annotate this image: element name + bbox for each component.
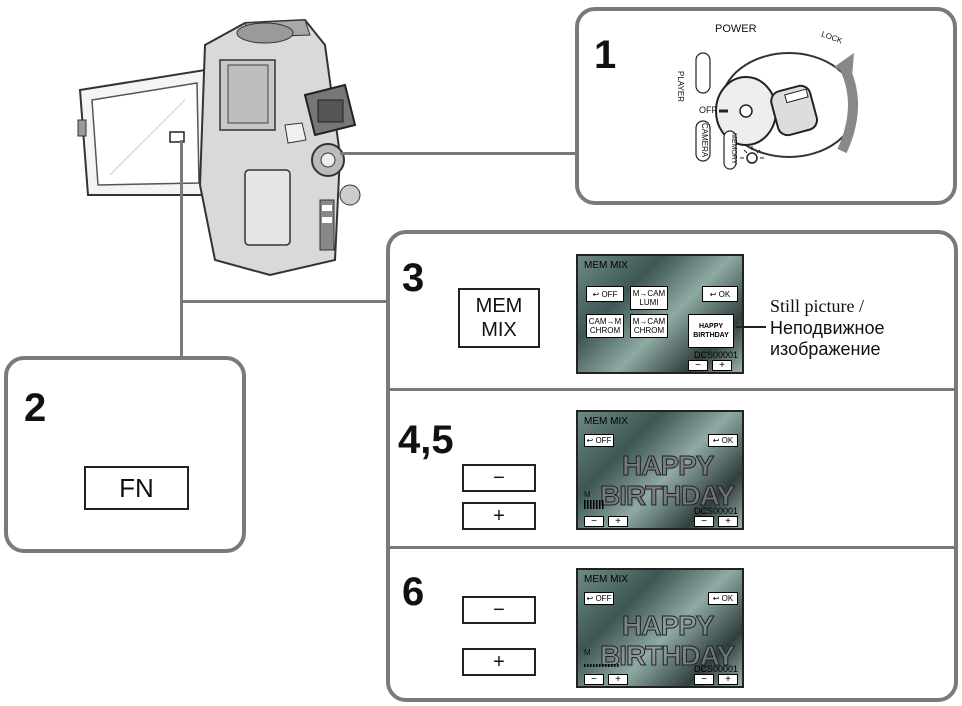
caption-still-picture-en: Still picture / (770, 296, 864, 316)
step3-thumb-line1: HAPPY (698, 323, 724, 330)
step6-screen-minus-left[interactable]: − (584, 674, 604, 685)
meter-tick (590, 500, 592, 509)
step6-level-meter (584, 664, 619, 667)
divider-45-6 (390, 546, 954, 549)
step6-screen-title: MEM MIX (584, 574, 628, 585)
step6-minus-button[interactable]: − (462, 596, 536, 624)
step6-plus-button[interactable]: + (462, 648, 536, 676)
meter-tick (605, 664, 607, 667)
step3-cam-m-chrom-button[interactable]: CAM→M CHROM (586, 314, 624, 338)
camcorder-illustration (77, 18, 361, 277)
step45-overlay-birthday: BIRTHDAY (599, 480, 735, 512)
step3-off-button[interactable]: ↩ OFF (586, 286, 624, 302)
steps-3-6-panel: 3 MEM MIX MEM MIX ↩ OFF M→CAM LUMI ↩ OK … (386, 230, 958, 702)
meter-tick (602, 664, 604, 667)
fn-button[interactable]: FN (84, 466, 189, 510)
step3-m-cam-chrom-button[interactable]: M→CAM CHROM (630, 314, 668, 338)
step3-thumb-line2: BIRTHDAY (693, 332, 729, 339)
mem-mix-button-line2: MIX (481, 319, 517, 341)
meter-tick (587, 500, 589, 509)
step2-number: 2 (24, 386, 47, 430)
step45-level-meter (584, 500, 604, 509)
step6-off-button[interactable]: ↩ OFF (584, 592, 614, 605)
step45-screen-minus-left[interactable]: − (584, 516, 604, 527)
step45-minus-button[interactable]: − (462, 464, 536, 492)
step1-panel: 1 POWER LOCK PLAYER OFF CAMERA MEMORY (575, 7, 957, 205)
step3-plus-button[interactable]: + (712, 360, 732, 371)
meter-tick (590, 664, 592, 667)
step6-overlay-birthday: BIRTHDAY (599, 640, 735, 672)
step3-minus-button[interactable]: − (688, 360, 708, 371)
meter-tick (617, 664, 619, 667)
meter-tick (584, 664, 586, 667)
step45-screen-minus-right[interactable]: − (694, 516, 714, 527)
step45-off-button[interactable]: ↩ OFF (584, 434, 614, 447)
step45-overlay-happy: HAPPY (621, 450, 714, 482)
meter-tick (608, 664, 610, 667)
step6-lcd-screen: MEM MIX ↩ OFF ↩ OK HAPPY BIRTHDAY M DCS0… (576, 568, 744, 688)
still-picture-pointer-line (736, 326, 766, 328)
step45-ok-button[interactable]: ↩ OK (708, 434, 738, 447)
step6-number: 6 (402, 570, 425, 614)
player-label: PLAYER (676, 71, 685, 102)
step45-screen-plus-right[interactable]: + (718, 516, 738, 527)
step6-file-number: DCS00001 (694, 664, 739, 674)
meter-tick (593, 500, 595, 509)
step3-number: 3 (402, 256, 425, 300)
step6-overlay-happy: HAPPY (621, 610, 714, 642)
step6-screen-plus-left[interactable]: + (608, 674, 628, 685)
step6-screen-minus-right[interactable]: − (694, 674, 714, 685)
step6-meter-label: M (584, 648, 591, 657)
meter-tick (596, 500, 598, 509)
meter-tick (599, 500, 601, 509)
step45-screen-title: MEM MIX (584, 416, 628, 427)
step3-ok-button[interactable]: ↩ OK (702, 286, 738, 302)
meter-tick (614, 664, 616, 667)
step1-number: 1 (594, 33, 617, 77)
caption-still-picture-ru-2: изображение (770, 339, 881, 359)
step3-screen-title: MEM MIX (584, 260, 628, 271)
step45-screen-plus-left[interactable]: + (608, 516, 628, 527)
step2-panel: 2 FN (4, 356, 246, 553)
connector-line-lcd-vertical (180, 140, 183, 358)
mem-mix-button-line1: MEM (475, 295, 523, 317)
step3-still-thumbnail: HAPPY BIRTHDAY (688, 314, 734, 348)
off-label: OFF (699, 105, 717, 115)
step45-meter-label: M (584, 490, 591, 499)
power-label: POWER (715, 23, 757, 35)
step45-plus-button[interactable]: + (462, 502, 536, 530)
mem-mix-button[interactable]: MEM MIX (458, 288, 540, 348)
connector-line-step3 (180, 300, 388, 303)
step6-screen-plus-right[interactable]: + (718, 674, 738, 685)
meter-tick (584, 500, 586, 509)
step6-ok-button[interactable]: ↩ OK (708, 592, 738, 605)
meter-tick (587, 664, 589, 667)
step3-m-cam-lumi-button[interactable]: M→CAM LUMI (630, 286, 668, 310)
divider-3-45 (390, 388, 954, 391)
step45-number: 4,5 (398, 418, 454, 462)
meter-tick (611, 664, 613, 667)
caption-still-picture-ru-1: Неподвижное (770, 318, 885, 338)
meter-tick (596, 664, 598, 667)
meter-tick (593, 664, 595, 667)
step3-lcd-screen: MEM MIX ↩ OFF M→CAM LUMI ↩ OK CAM→M CHRO… (576, 254, 744, 374)
step3-file-number: DCS00001 (694, 350, 739, 360)
meter-tick (599, 664, 601, 667)
camera-label: CAMERA (700, 123, 709, 158)
step45-file-number: DCS00001 (694, 506, 739, 516)
connector-line-step1 (340, 152, 578, 155)
meter-tick (602, 500, 604, 509)
memory-label: MEMORY (730, 133, 737, 165)
power-switch-illustration (695, 52, 858, 170)
step45-lcd-screen: MEM MIX ↩ OFF ↩ OK HAPPY BIRTHDAY M DCS0… (576, 410, 744, 530)
